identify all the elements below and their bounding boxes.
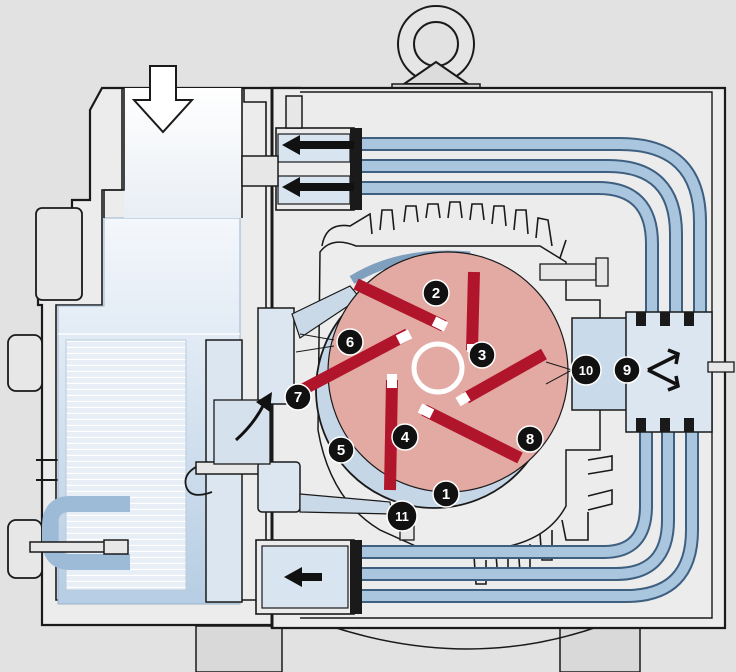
lower-manifold	[255, 539, 362, 615]
callout-label: 7	[294, 389, 302, 406]
callout-label: 9	[623, 362, 631, 379]
callout-label: 11	[395, 509, 409, 524]
leader-lines	[295, 333, 573, 385]
callout-8: 8	[516, 425, 544, 453]
callout-marker	[327, 436, 355, 464]
callout-marker	[570, 354, 602, 386]
callout-marker	[391, 423, 419, 451]
callout-marker	[336, 328, 364, 356]
flow-arrow-icon	[235, 392, 272, 442]
gas-pipes-upper	[344, 137, 707, 342]
exhaust-split-arrow-icon	[647, 348, 681, 392]
callout-marker	[516, 425, 544, 453]
flow-arrow-icon	[282, 135, 354, 197]
callout-marker	[613, 356, 641, 384]
callout-label: 10	[579, 363, 593, 378]
oil-reservoir	[29, 217, 241, 605]
callout-label: 8	[526, 431, 534, 448]
base-feet	[195, 625, 641, 672]
callout-label: 1	[442, 486, 450, 503]
callout-label: 6	[346, 334, 354, 351]
callout-label: 5	[337, 442, 345, 459]
callout-10: 10	[570, 354, 602, 386]
flow-arrow-icon	[284, 567, 322, 587]
inlet-arrow-icon	[131, 65, 195, 134]
callout-1: 1	[432, 480, 460, 508]
callout-label: 4	[401, 429, 410, 446]
callout-marker	[432, 480, 460, 508]
callout-label: 2	[432, 285, 440, 302]
callout-3: 3	[468, 341, 496, 369]
callout-4: 4	[391, 423, 419, 451]
callout-6: 6	[336, 328, 364, 356]
callout-11: 11	[386, 500, 418, 532]
callouts: 1 2 3 4 5 6 7 8 9 10 11	[284, 279, 641, 532]
callout-marker	[284, 383, 312, 411]
lifting-eye-icon	[391, 5, 481, 91]
callout-2: 2	[422, 279, 450, 307]
vanes	[299, 271, 547, 491]
callout-7: 7	[284, 383, 312, 411]
callout-5: 5	[327, 436, 355, 464]
gas-pipes-lower	[344, 410, 699, 603]
callout-9: 9	[613, 356, 641, 384]
callout-marker	[468, 341, 496, 369]
callout-label: 3	[478, 347, 486, 364]
callout-marker	[422, 279, 450, 307]
rotor-hub-ring	[411, 341, 465, 395]
callout-marker	[386, 500, 418, 532]
